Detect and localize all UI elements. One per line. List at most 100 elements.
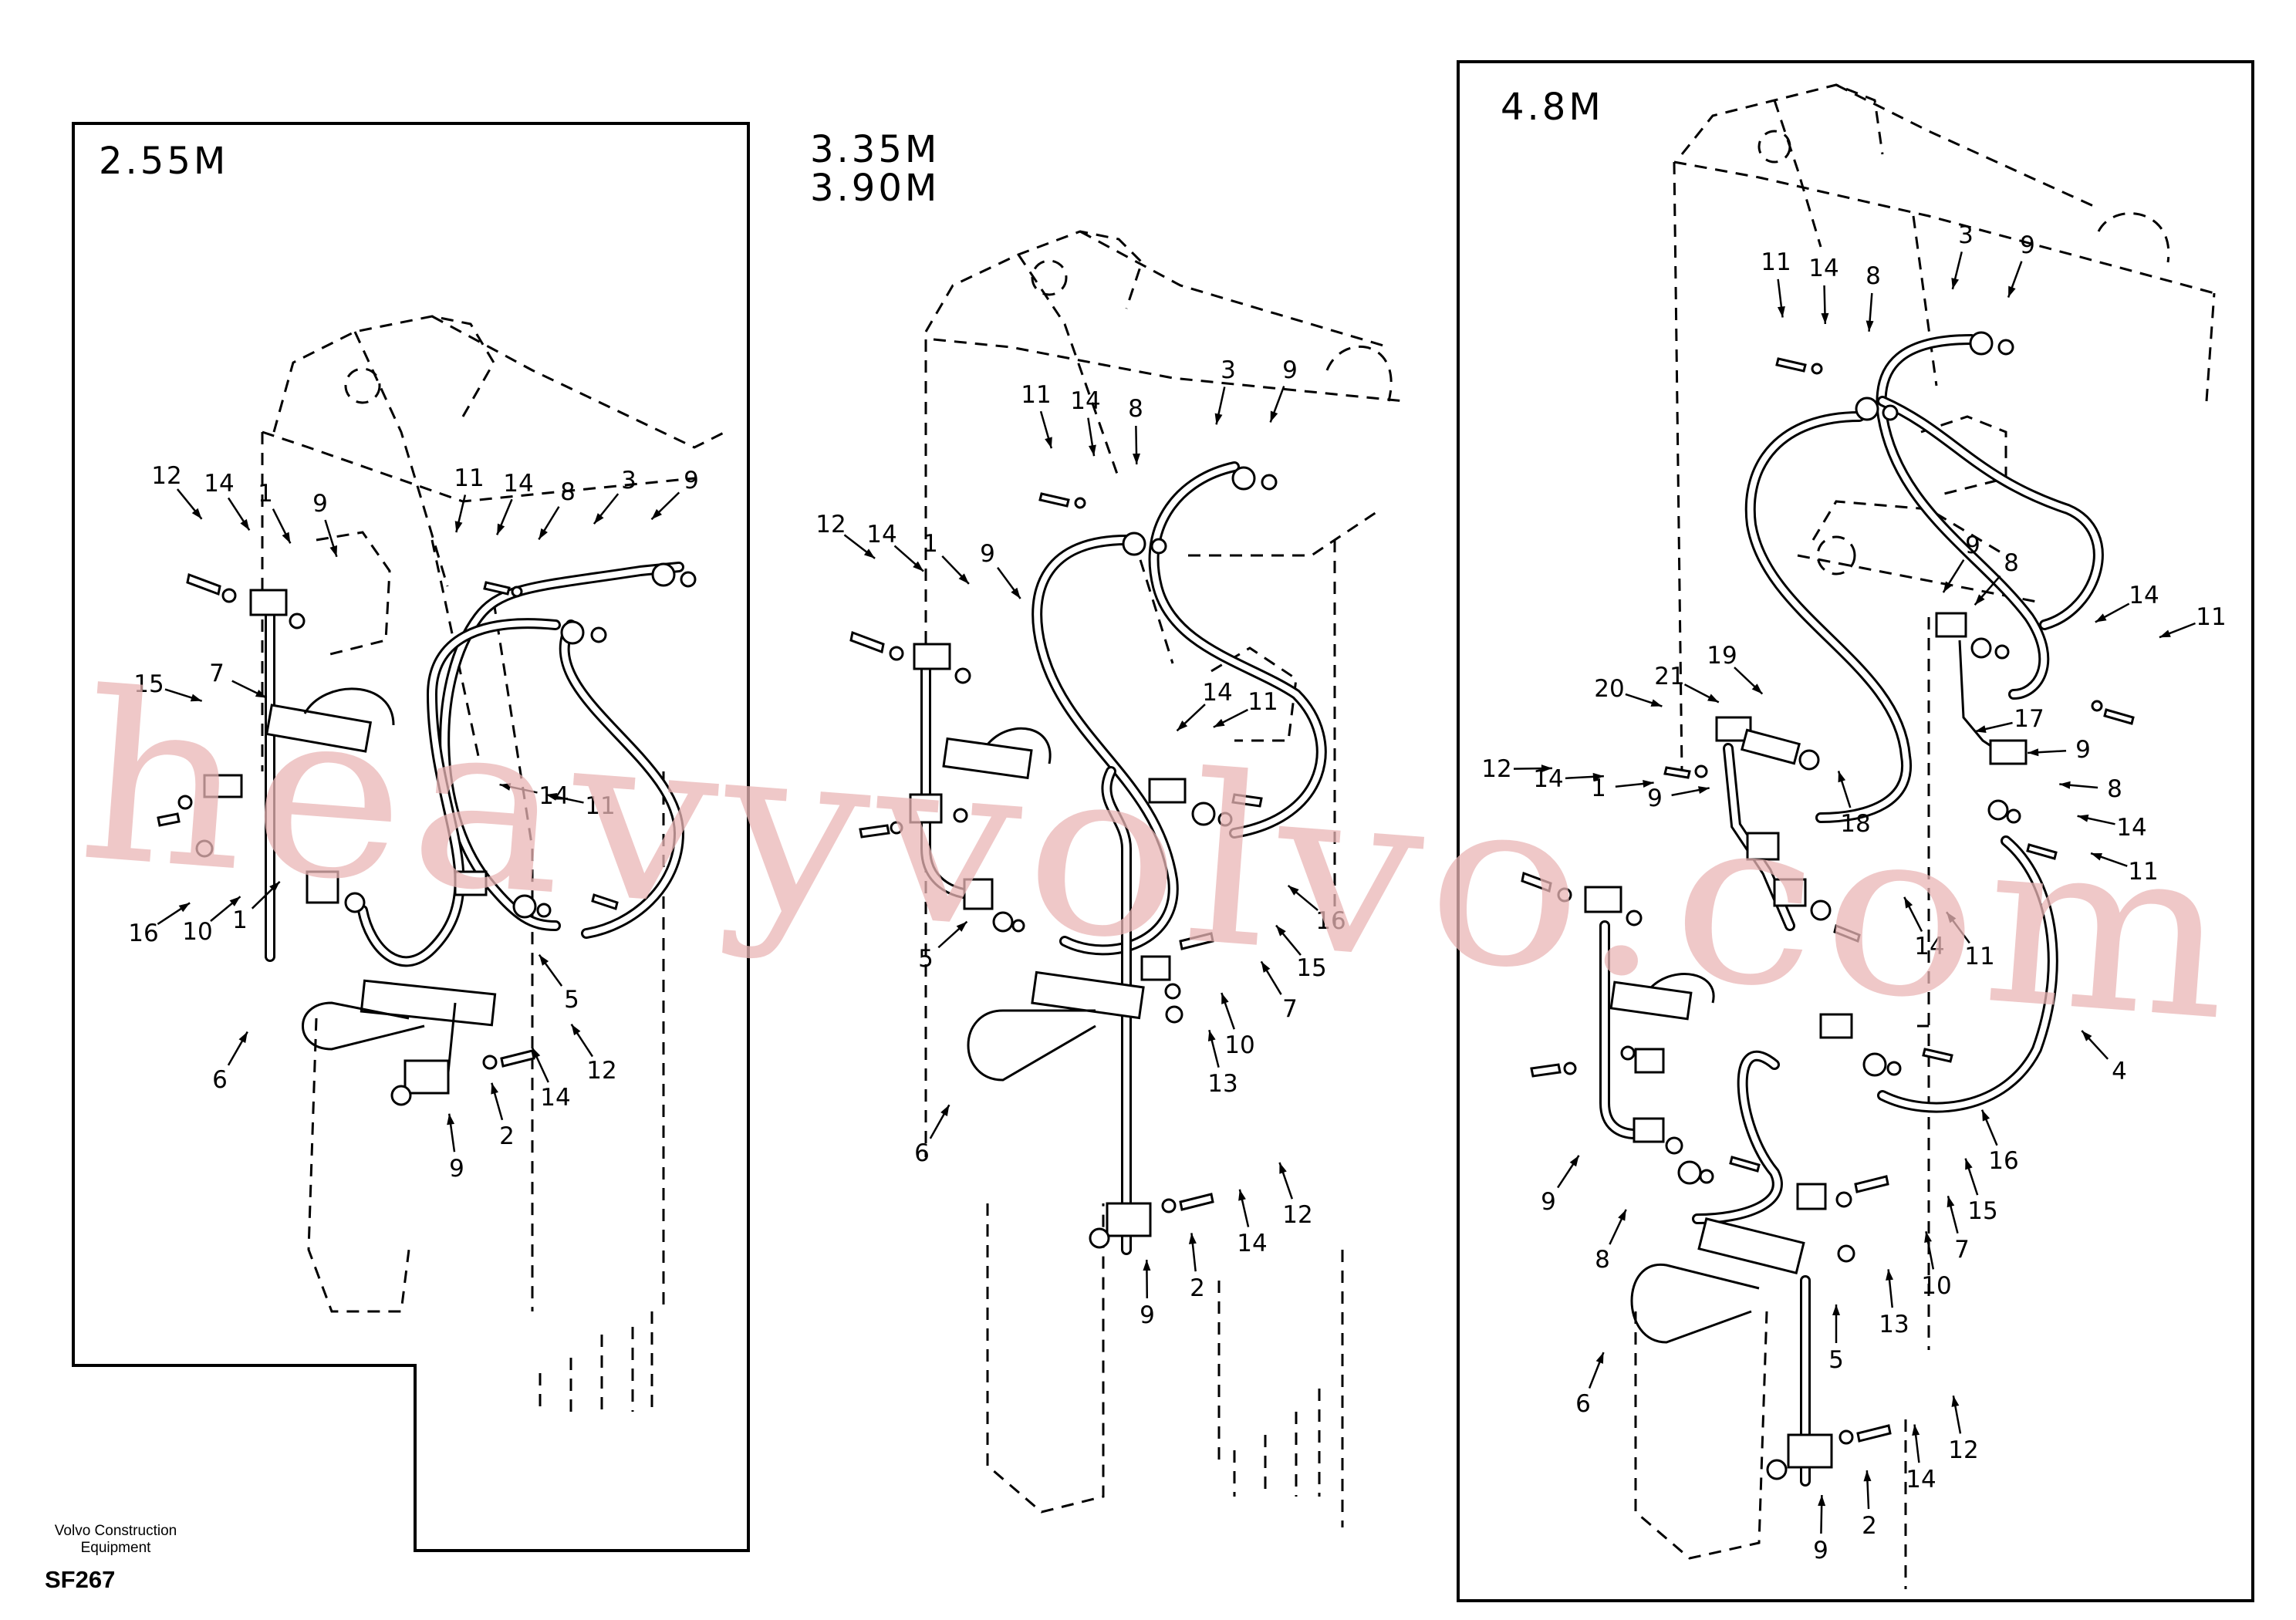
callout-right-8: 8 [2107,775,2122,803]
clamp-block-7 [1140,955,1171,981]
panel-right-parts [1521,331,2135,1480]
leader-arrowhead-middle-8 [1133,453,1141,464]
callout-left-11: 11 [454,464,484,492]
leader-arrowhead-right-5 [1832,1304,1840,1315]
panel-middle-caption-1: 3.35M [810,128,940,171]
leader-arrowhead-left-11 [545,793,558,801]
leader-arrowhead-left-14 [497,523,505,535]
leader-arrowhead-left-15 [190,694,202,702]
leader-arrowhead-middle-3 [1214,413,1223,425]
footer-company-line1: Volvo Construction [55,1523,177,1539]
fitting-8c [1677,1160,1702,1185]
callout-left-10: 10 [182,918,212,946]
callout-right-19: 19 [1707,642,1737,670]
callout-right-14: 14 [1533,765,1563,793]
leader-arrowhead-right-9 [1698,786,1710,795]
leader-arrowhead-right-6 [1595,1352,1604,1364]
leader-arrowhead-middle-15 [1276,925,1286,937]
leader-arrowhead-middle-9 [1011,587,1021,599]
clamp-block-7 [1796,1183,1827,1210]
fitting-3 [1969,331,1994,356]
leader-arrowhead-left-9 [329,545,338,557]
callout-right-12: 12 [1481,755,1511,783]
leader-arrowhead-left-10 [229,896,241,906]
panel-middle-boom-outline [924,230,1405,1527]
leader-arrowhead-left-12 [191,508,202,519]
clamp-block-1 [1584,886,1622,913]
leader-arrowhead-left-3 [593,513,604,525]
callout-right-9: 9 [1813,1537,1828,1564]
footer-code: SF267 [45,1566,115,1593]
leader-arrowhead-right-14 [1592,772,1604,781]
clamp-block-2 [403,1059,450,1095]
callout-middle-2: 2 [1190,1274,1205,1302]
leader-arrowhead-right-3 [1951,278,1960,289]
clamp-block-mid [306,870,339,904]
leader-arrowhead-right-20 [1650,699,1663,707]
callout-left-9: 9 [312,490,328,518]
u-bolt-6 [967,1009,1096,1082]
leader-arrowhead-right-11 [2159,629,2171,638]
leader-arrowhead-right-10 [1924,1231,1932,1243]
leader-arrowhead-middle-1 [958,573,969,584]
leader-arrowhead-middle-14 [1088,444,1096,457]
callout-right-9: 9 [1647,785,1663,812]
clamp-block-2 [1787,1433,1833,1469]
callout-middle-10: 10 [1224,1031,1254,1059]
callout-middle-7: 7 [1282,995,1298,1023]
callout-right-16: 16 [1988,1147,2018,1175]
panel-left-hoses [265,562,685,967]
callout-middle-8: 8 [1128,395,1143,423]
callout-right-9: 9 [1541,1188,1556,1216]
callout-left-7: 7 [209,660,225,687]
callout-left-2: 2 [499,1122,515,1150]
callout-right-14: 14 [1906,1466,1936,1493]
leader-arrowhead-left-9 [651,508,662,520]
callout-left-5: 5 [564,986,579,1014]
leader-arrowhead-middle-12 [1279,1162,1287,1174]
callout-middle-11: 11 [1021,381,1051,409]
leader-arrowhead-right-14 [1904,896,1913,909]
leader-arrowhead-right-19 [1751,683,1763,694]
callout-left-9: 9 [449,1155,464,1183]
leader-arrowhead-middle-2 [1188,1233,1197,1244]
callout-right-9: 9 [1965,532,1980,559]
leader-arrowhead-middle-11 [1045,437,1052,449]
leader-arrowhead-left-14 [240,518,250,531]
callout-right-18: 18 [1840,810,1870,838]
leader-arrowhead-right-7 [1947,1196,1955,1208]
leader-arrowhead-right-13 [1886,1269,1894,1281]
u-bolt-6 [1630,1263,1760,1344]
callout-left-8: 8 [560,478,576,506]
clamp-block-1 [913,643,951,670]
callout-right-10: 10 [1921,1272,1951,1300]
leader-arrowhead-right-8 [1866,320,1874,332]
callout-right-11: 11 [1761,248,1791,276]
leader-arrowhead-right-11 [1947,912,1957,923]
panel-right-frame [1457,60,2254,1602]
leader-arrowhead-left-8 [539,528,548,540]
leader-arrowhead-right-12 [1541,764,1552,773]
bracket-5 [1697,1217,1805,1274]
panel-right: 4.8M [1457,60,2254,1602]
footer-company-line2: Equipment [81,1540,152,1556]
leader-arrowhead-left-14 [532,1047,541,1059]
callout-leaders [157,251,2196,1534]
callout-right-15: 15 [1967,1197,1997,1225]
leader-arrowhead-middle-9 [1143,1260,1151,1271]
leader-arrowhead-right-9 [2008,285,2016,298]
callout-middle-12: 12 [1282,1201,1312,1229]
callout-right-11: 11 [1964,943,1994,970]
leader-arrowhead-right-15 [1965,1158,1973,1170]
callout-left-3: 3 [621,467,636,494]
bracket-upper [265,704,373,753]
fitting-3 [651,562,676,587]
fitting-8 [1122,532,1146,556]
callout-right-6: 6 [1575,1390,1591,1418]
leader-arrowhead-middle-12 [863,548,876,559]
leader-arrowhead-right-17 [1974,725,1987,733]
leader-arrowhead-left-6 [238,1031,248,1044]
callout-right-8: 8 [2004,549,2019,577]
